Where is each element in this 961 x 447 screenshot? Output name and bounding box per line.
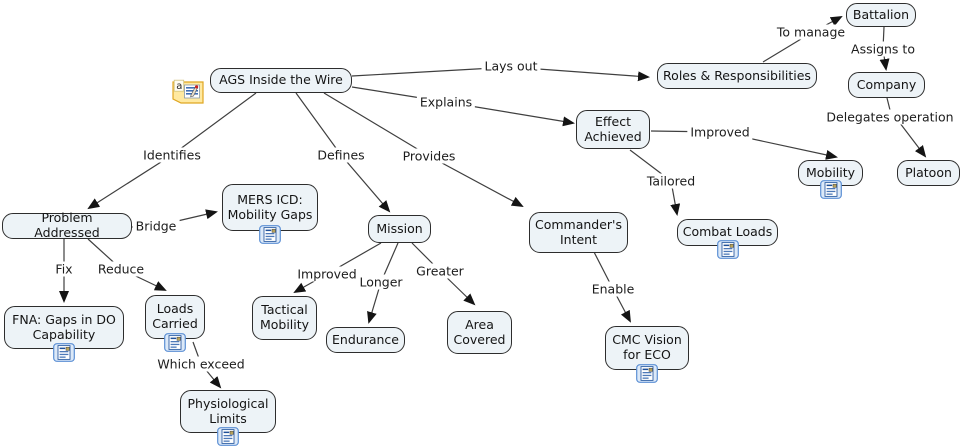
concept-node-tactical[interactable]: Tactical Mobility [252, 296, 317, 340]
link-label-provides[interactable]: Provides [399, 148, 459, 164]
concept-node-company[interactable]: Company [848, 72, 925, 98]
link-line-delegates-operation [886, 97, 927, 158]
link-label-enable[interactable]: Enable [588, 281, 638, 297]
svg-text:a: a [176, 81, 182, 92]
link-label-to-manage[interactable]: To manage [773, 24, 849, 40]
link-label-assigns-to[interactable]: Assigns to [848, 41, 918, 57]
resource-icon[interactable] [53, 343, 75, 362]
resource-icon[interactable] [716, 240, 739, 259]
concept-node-roles[interactable]: Roles & Responsibilities [657, 63, 817, 89]
link-label-explains[interactable]: Explains [416, 94, 476, 110]
link-label-greater[interactable]: Greater [413, 263, 467, 279]
link-label-fix[interactable]: Fix [52, 261, 76, 277]
resource-icon[interactable] [217, 427, 239, 446]
concept-node-loads[interactable]: Loads Carried [145, 295, 205, 339]
concept-node-effect[interactable]: Effect Achieved [576, 110, 650, 149]
concept-node-ags[interactable]: AGS Inside the Wire [210, 68, 352, 93]
concept-node-area[interactable]: Area Covered [447, 311, 512, 354]
annotation-icon[interactable]: a [172, 79, 204, 104]
concept-node-battalion[interactable]: Battalion [846, 3, 916, 27]
concept-node-problem[interactable]: Problem Addressed [2, 210, 132, 240]
link-label-bridge[interactable]: Bridge [132, 218, 180, 234]
link-label-identifies[interactable]: Identifies [140, 147, 204, 163]
concept-node-phys[interactable]: Physiological Limits [180, 390, 276, 433]
concept-node-platoon[interactable]: Platoon [897, 160, 960, 186]
concept-node-commander[interactable]: Commander's Intent [529, 212, 628, 253]
link-label-delegates-operation[interactable]: Delegates operation [823, 109, 957, 125]
link-label-improved-mobility[interactable]: Improved [687, 124, 753, 140]
resource-icon[interactable] [259, 225, 281, 244]
link-label-longer[interactable]: Longer [356, 274, 406, 290]
resource-icon[interactable] [819, 180, 842, 199]
concept-node-cmc[interactable]: CMC Vision for ECO [605, 326, 689, 370]
concept-node-combat[interactable]: Combat Loads [677, 219, 778, 246]
link-label-which-exceed[interactable]: Which exceed [154, 356, 248, 372]
link-label-improved-tactical[interactable]: Improved [294, 266, 360, 282]
concept-node-mers[interactable]: MERS ICD: Mobility Gaps [222, 184, 318, 231]
resource-icon[interactable] [636, 364, 658, 383]
link-label-lays-out[interactable]: Lays out [481, 58, 541, 74]
concept-node-mission[interactable]: Mission [368, 215, 431, 243]
link-label-defines[interactable]: Defines [314, 147, 368, 163]
link-label-tailored[interactable]: Tailored [643, 173, 699, 189]
link-label-reduce[interactable]: Reduce [94, 261, 148, 277]
resource-icon[interactable] [164, 333, 186, 352]
concept-node-endurance[interactable]: Endurance [326, 327, 405, 353]
